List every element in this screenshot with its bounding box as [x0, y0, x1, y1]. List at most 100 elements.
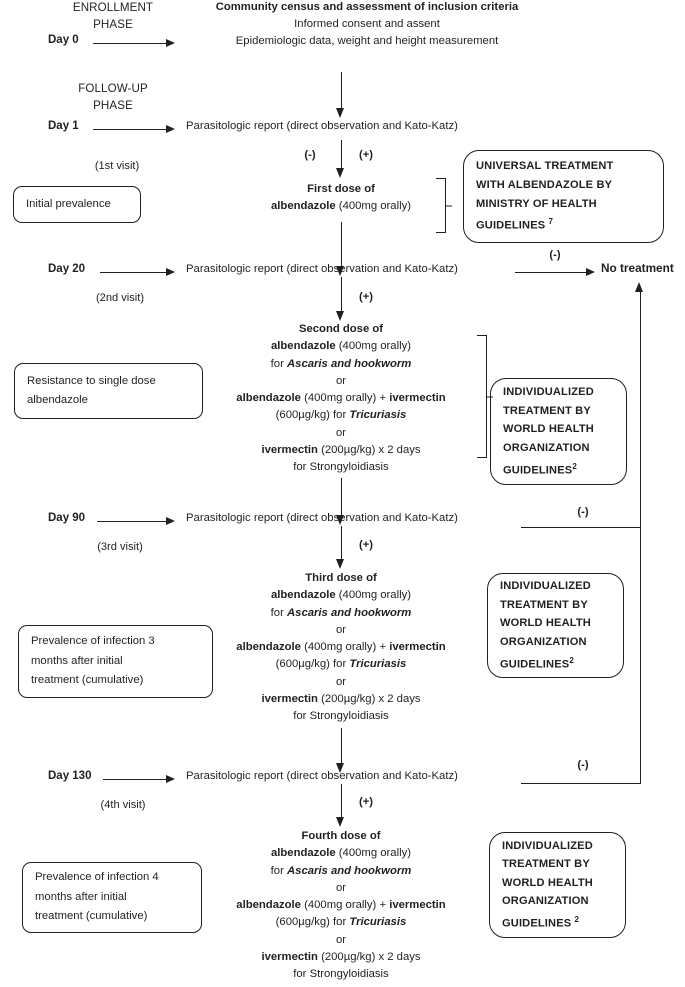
note-box-individualized-2-text: INDIVIDUALIZED TREATMENT BY WORLD HEALTH… — [488, 577, 603, 674]
drug-dose-combo: (400mg orally) + — [300, 899, 390, 912]
note-box-individualized-3: INDIVIDUALIZED TREATMENT BY WORLD HEALTH… — [489, 832, 626, 938]
connector-dose1-to-day20-arrowhead-icon — [336, 266, 345, 276]
note-line: INDIVIDUALIZED — [502, 839, 593, 852]
note-box-prevalence-3-months-text: Prevalence of infection 3 months after i… — [19, 632, 167, 691]
drug-dose-combo: (400mg orally) + — [300, 641, 390, 654]
connector-header-to-day1-arrowhead-icon — [336, 108, 345, 118]
regimen-line-4: (600µg/kg) for Tricuriasis — [236, 914, 445, 931]
drug-dose-ivermectin: (600µg/kg) for — [275, 658, 350, 671]
timepoint-day-130-visit: (4th visit) — [100, 799, 146, 811]
note-line: INDIVIDUALIZED — [500, 580, 591, 593]
note-line: treatment (cumulative) — [35, 910, 148, 923]
note-line-with-superscript: GUIDELINES 2 — [502, 911, 593, 933]
day-1-arrowhead-icon — [166, 124, 175, 133]
timepoint-day-90-visit: (3rd visit) — [97, 541, 143, 553]
note-box-initial-prevalence-text: Initial prevalence — [14, 195, 123, 215]
note-line-with-superscript: GUIDELINES2 — [503, 458, 594, 480]
note-line: ORGANIZATION — [502, 895, 589, 908]
followup-phase-label-line2: PHASE — [93, 99, 133, 112]
note-box-individualized-2: INDIVIDUALIZED TREATMENT BY WORLD HEALTH… — [487, 573, 624, 678]
note-line: Prevalence of infection 3 — [31, 635, 155, 648]
connector-dose2-to-day90-arrowhead-icon — [336, 515, 345, 525]
connector-day90-to-dose3-arrowhead-icon — [336, 559, 345, 569]
title-block-line2: Informed consent and assent — [294, 18, 440, 30]
note-line: Prevalence of infection 4 — [35, 871, 159, 884]
negative-riser-arrowhead-icon — [635, 282, 644, 292]
note-line: Resistance to single dose — [27, 374, 156, 387]
note-line: TREATMENT BY — [500, 598, 588, 611]
regimen-line-5: ivermectin (200µg/kg) x 2 days — [236, 949, 445, 966]
bracket-first-dose — [436, 178, 452, 233]
regimen-line-1: albendazole (400mg orally) — [236, 338, 445, 355]
drug-dose-ivermectin: (200µg/kg) x 2 days — [317, 444, 421, 457]
day-130-arrow-shaft — [103, 779, 167, 780]
indication-prefix: for — [270, 606, 287, 619]
drug-dose-combo: (400mg orally) + — [300, 392, 390, 405]
note-line-text: GUIDELINES — [500, 658, 570, 671]
reference-superscript: 7 — [548, 217, 554, 227]
regimen-line-5: ivermectin (200µg/kg) x 2 days — [236, 691, 445, 708]
branch-negative-day-20: (-) — [549, 249, 561, 261]
drug-name-ivermectin: ivermectin — [261, 951, 318, 964]
reference-superscript: 2 — [572, 461, 577, 471]
note-line: TREATMENT BY — [502, 858, 590, 871]
note-line-text: GUIDELINES — [502, 917, 572, 930]
drug-name-ivermectin: ivermectin — [389, 641, 446, 654]
bracket-second-dose — [477, 335, 493, 458]
drug-name-ivermectin: ivermectin — [261, 693, 318, 706]
dose-first-title: First dose of — [307, 183, 375, 195]
timepoint-day-0-label: Day 0 — [48, 34, 79, 46]
indication-organism: Tricuriasis — [349, 409, 407, 422]
day-20-arrowhead-icon — [166, 267, 175, 276]
regimen-line-4: (600µg/kg) for Tricuriasis — [236, 656, 445, 673]
regimen-line-1: albendazole (400mg orally) — [236, 587, 445, 604]
note-line: TREATMENT BY — [503, 404, 591, 417]
note-line: albendazole — [27, 394, 88, 406]
connector-header-to-day1 — [341, 72, 342, 110]
connector-day1-to-dose1-arrowhead-icon — [336, 168, 345, 178]
connector-day90-to-dose3 — [341, 526, 342, 561]
dose-block-second: Second dose of albendazole (400mg orally… — [236, 321, 445, 477]
drug-name-ivermectin: ivermectin — [261, 444, 318, 457]
indication-organism: Ascaris and hookworm — [287, 606, 412, 619]
day-90-arrow-shaft — [97, 521, 167, 522]
drug-dose-albendazole: (400mg orally) — [335, 847, 411, 860]
day-90-negative-shaft — [521, 527, 641, 528]
drug-dose-ivermectin: (600µg/kg) for — [275, 409, 350, 422]
branch-negative-day-90: (-) — [577, 506, 589, 518]
day-20-negative-arrowhead-icon — [586, 267, 595, 276]
negative-riser-connector — [640, 291, 641, 784]
branch-positive-day-130: (+) — [359, 796, 373, 808]
indication-organism: Tricuriasis — [349, 658, 407, 671]
branch-positive-day-90: (+) — [359, 539, 373, 551]
regimen-line-6: for Strongyloidiasis — [293, 968, 389, 981]
note-box-universal-treatment-text: UNIVERSAL TREATMENT WITH ALBENDAZOLE BY … — [464, 157, 625, 235]
drug-dose-ivermectin: (200µg/kg) x 2 days — [317, 693, 421, 706]
note-box-prevalence-3-months: Prevalence of infection 3 months after i… — [18, 625, 213, 698]
title-block-line3: Epidemiologic data, weight and height me… — [235, 35, 499, 47]
timepoint-day-20-label: Day 20 — [48, 263, 86, 275]
note-line-with-superscript: GUIDELINES2 — [500, 652, 591, 674]
bracket-second-dose-nub — [486, 396, 493, 397]
branch-positive-day-1: (+) — [359, 149, 373, 161]
day-20-arrow-shaft — [100, 272, 167, 273]
bracket-first-dose-nub — [445, 205, 452, 206]
report-label-day-130: Parasitologic report (direct observation… — [186, 770, 458, 782]
note-box-prevalence-4-months: Prevalence of infection 4 months after i… — [22, 862, 202, 933]
regimen-line-6: for Strongyloidiasis — [293, 710, 389, 723]
dose-third-title: Third dose of — [305, 572, 377, 584]
day-0-arrowhead-icon — [166, 38, 175, 47]
note-line: ORGANIZATION — [500, 635, 587, 648]
dose-second-title: Second dose of — [298, 323, 384, 335]
timepoint-day-1-label: Day 1 — [48, 120, 79, 132]
note-line-with-superscript: GUIDELINES 7 — [476, 213, 613, 235]
drug-name-albendazole: albendazole — [270, 847, 336, 860]
note-line: WORLD HEALTH — [500, 617, 591, 630]
drug-dose-albendazole: (400mg orally) — [335, 200, 412, 213]
drug-dose-ivermectin: (600µg/kg) for — [275, 916, 350, 929]
report-label-day-90: Parasitologic report (direct observation… — [186, 512, 458, 524]
indication-prefix: for — [270, 357, 287, 370]
indication-prefix: for — [270, 864, 287, 877]
note-line-text: GUIDELINES — [476, 219, 546, 232]
branch-positive-day-20: (+) — [359, 291, 373, 303]
